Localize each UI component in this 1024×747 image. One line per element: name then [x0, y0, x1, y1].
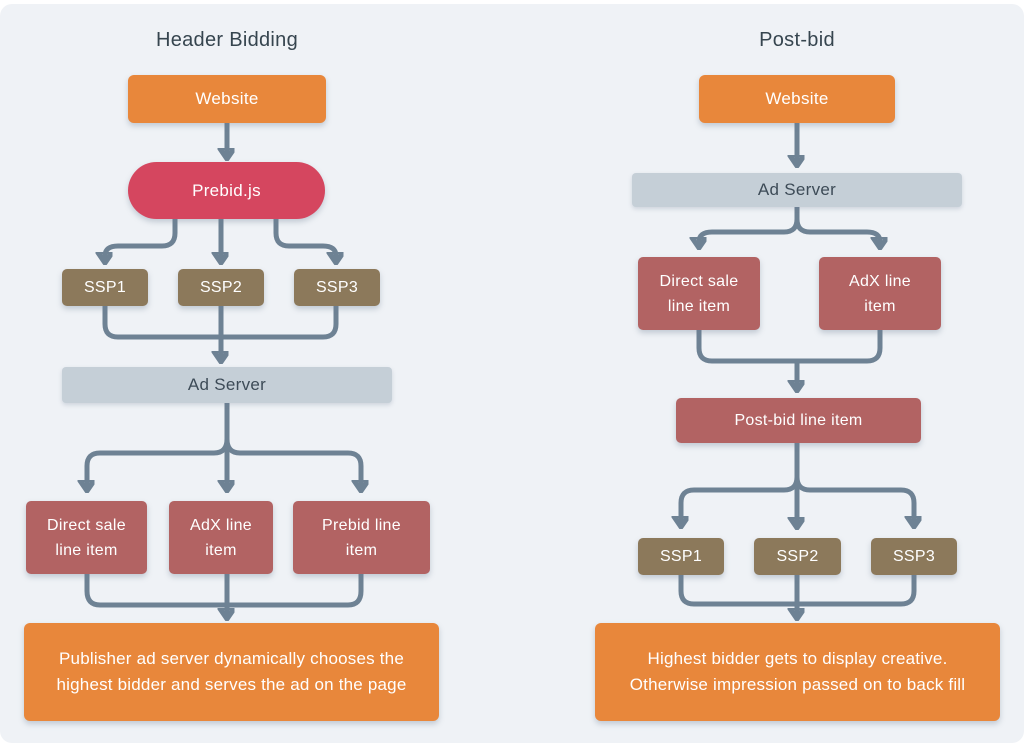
hb-merge-directsale-to-summary: [84, 574, 227, 608]
pb-ssp2-label: SSP2: [776, 547, 819, 565]
pb-ad-server-label: Ad Server: [757, 180, 837, 199]
pb-ssp1-label: SSP1: [659, 547, 703, 565]
hb-ssp1-label: SSP1: [83, 278, 127, 296]
pb-direct-sale-line-item-label: Direct sale line item: [659, 272, 739, 315]
hb-arrow-adserver-to-prebidline: [224, 438, 361, 489]
hb-direct-sale-line-item-box: Direct sale line item: [26, 501, 147, 574]
pb-arrow-adserver-to-adx: [794, 207, 880, 246]
hb-arrow-prebid-to-ssp1: [105, 219, 178, 261]
pb-merge-adx-to-postbid: [797, 330, 883, 364]
hb-website-label: Website: [195, 89, 259, 108]
hb-ssp3-box: SSP3: [294, 269, 380, 306]
pb-adx-line-item-label: AdX line item: [849, 272, 911, 315]
hb-ssp3-label: SSP3: [315, 278, 359, 296]
pb-website-label: Website: [765, 89, 829, 108]
hb-adx-line-item-label: AdX line item: [190, 516, 252, 559]
pb-ssp1-box: SSP1: [638, 538, 724, 575]
pb-postbid-line-item-box: Post-bid line item: [676, 398, 921, 443]
hb-arrow-prebid-to-ssp3: [273, 219, 336, 261]
header-bidding-title: Header Bidding: [155, 29, 299, 51]
hb-direct-sale-line-item-label: Direct sale line item: [47, 516, 126, 559]
post-bid-title: Post-bid: [759, 29, 835, 51]
hb-ad-server-label: Ad Server: [187, 375, 267, 394]
hb-merge-ssp1-to-adserver: [102, 306, 221, 340]
pb-merge-ssp1-to-summary: [678, 575, 797, 607]
pb-arrow-postbid-to-ssp1: [681, 476, 800, 525]
hb-merge-prebidline-to-summary: [227, 574, 364, 608]
pb-ssp3-box: SSP3: [871, 538, 957, 575]
pb-ad-server-bar: Ad Server: [632, 173, 962, 207]
hb-prebid-label: Prebid.js: [192, 180, 261, 200]
hb-ssp1-box: SSP1: [62, 269, 148, 306]
hb-website-box: Website: [128, 75, 326, 123]
hb-ad-server-bar: Ad Server: [62, 367, 392, 403]
pb-ssp2-box: SSP2: [754, 538, 841, 575]
hb-summary-text: Publisher ad server dynamically chooses …: [56, 649, 407, 694]
hb-merge-ssp3-to-adserver: [221, 306, 339, 340]
hb-ssp2-label: SSP2: [199, 278, 243, 296]
pb-postbid-line-item-label: Post-bid line item: [734, 411, 863, 429]
pb-merge-directsale-to-postbid: [696, 330, 797, 364]
pb-arrow-adserver-to-directsale: [699, 207, 800, 246]
pb-website-box: Website: [699, 75, 895, 123]
hb-arrow-adserver-to-directsale: [87, 438, 230, 489]
hb-summary-box: Publisher ad server dynamically chooses …: [24, 623, 439, 721]
hb-ssp2-box: SSP2: [178, 269, 264, 306]
pb-summary-text: Highest bidder gets to display creative.…: [629, 649, 966, 694]
hb-prebid-pill: Prebid.js: [128, 162, 325, 219]
pb-ssp3-label: SSP3: [892, 547, 936, 565]
pb-direct-sale-line-item-box: Direct sale line item: [638, 257, 760, 330]
hb-prebid-line-item-label: Prebid line item: [322, 516, 401, 559]
pb-summary-box: Highest bidder gets to display creative.…: [595, 623, 1000, 721]
pb-merge-ssp3-to-summary: [797, 575, 917, 607]
hb-prebid-line-item-box: Prebid line item: [293, 501, 430, 574]
pb-arrow-postbid-to-ssp3: [794, 476, 914, 525]
hb-adx-line-item-box: AdX line item: [169, 501, 273, 574]
pb-adx-line-item-box: AdX line item: [819, 257, 941, 330]
